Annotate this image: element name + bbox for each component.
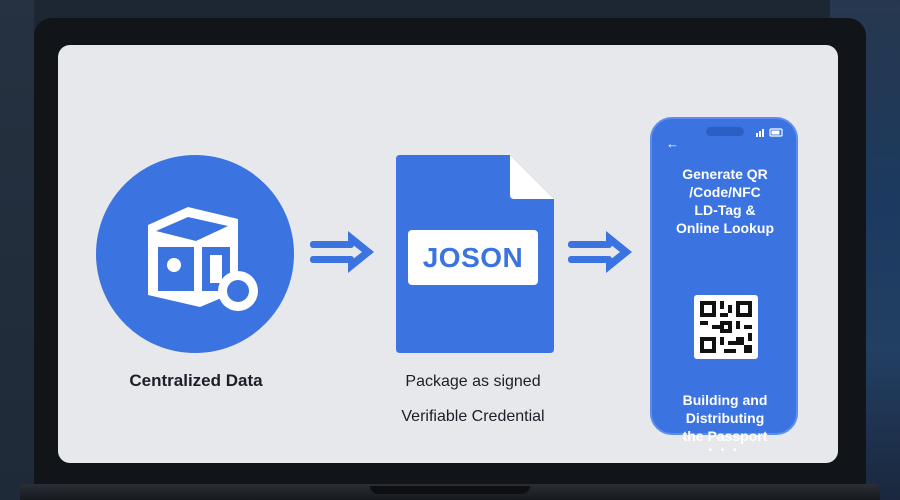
phone-building-text: Building and Distributing the Passport (658, 391, 792, 445)
package-label-line2: Verifiable Credential (401, 408, 545, 425)
arrow-right-icon (568, 231, 632, 273)
back-arrow-icon[interactable]: ← (666, 136, 679, 151)
phone-text-line: Building and (682, 392, 768, 408)
pagination-dots: • • • (708, 445, 740, 456)
phone-text-line: Distributing (685, 410, 765, 426)
status-bar-icon (756, 128, 783, 137)
qr-code (694, 295, 758, 359)
laptop-notch (370, 486, 530, 494)
phone-text-line: the Passport (682, 428, 768, 444)
arrow-right-icon (310, 231, 374, 273)
phone-text-line: Online Lookup (676, 220, 774, 236)
json-badge: JOSON (408, 230, 538, 285)
phone-notch (706, 127, 744, 136)
qr-code-icon (700, 301, 752, 353)
laptop-screen: Centralized Data JOSON Package as signed… (58, 45, 838, 463)
phone-mockup: ← Generate QR /Code/NFC LD-Tag & Online … (650, 117, 798, 456)
phone-text-line: Generate QR (682, 166, 768, 182)
centralized-data-label: Centralized Data (129, 371, 263, 390)
data-cube-icon (148, 207, 258, 311)
phone-generate-text: Generate QR /Code/NFC LD-Tag & Online Lo… (658, 165, 792, 237)
package-label-line1: Package as signed (405, 373, 541, 390)
background-left (0, 0, 34, 500)
phone-text-line: /Code/NFC (689, 184, 761, 200)
centralized-data-circle (96, 155, 294, 353)
phone-text-line: LD-Tag & (694, 202, 756, 218)
